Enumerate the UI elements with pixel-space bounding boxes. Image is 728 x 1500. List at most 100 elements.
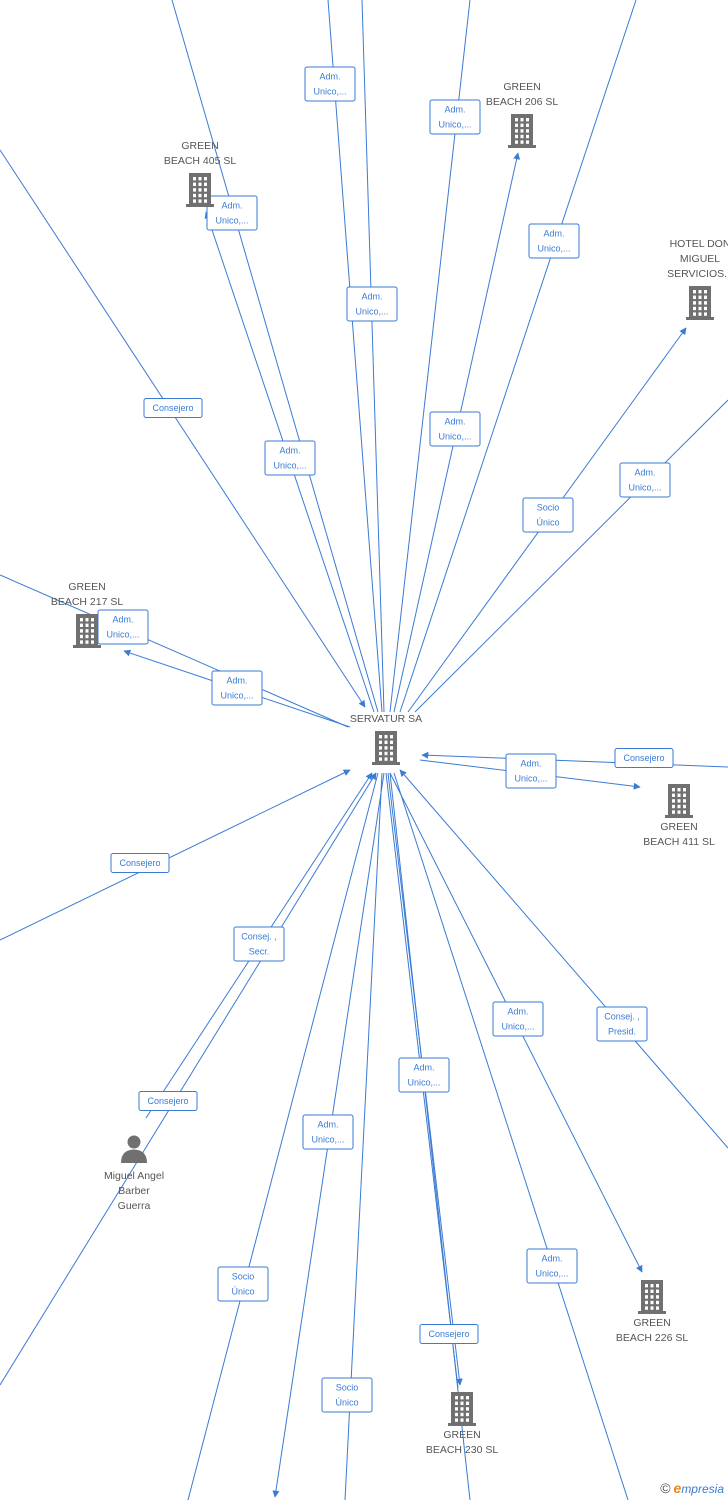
edge-label-l6[interactable]: Consejero bbox=[143, 398, 203, 418]
building-icon bbox=[448, 1392, 476, 1426]
edge-label-box bbox=[596, 1006, 648, 1042]
edge-label-box bbox=[233, 926, 285, 962]
node-label-line: GREEN bbox=[503, 81, 540, 93]
node-label-line: BEACH 405 SL bbox=[164, 155, 237, 167]
edge bbox=[0, 149, 366, 708]
edge-label-text: Unico,... bbox=[220, 691, 253, 701]
building-icon bbox=[665, 784, 693, 818]
edge-label-l1[interactable]: Adm. Unico,... bbox=[304, 66, 356, 102]
edge-label-l20[interactable]: Consejero bbox=[138, 1091, 198, 1111]
edge-label-box bbox=[429, 99, 481, 135]
edge-label-box bbox=[211, 670, 263, 706]
edge-label-text: Único bbox=[536, 518, 559, 528]
footer-brand: ©empresia bbox=[660, 1480, 724, 1496]
edge-label-box bbox=[143, 398, 203, 418]
edge-label-text: Único bbox=[335, 1398, 358, 1408]
node-label-line: GREEN bbox=[443, 1429, 480, 1441]
edge-label-text: Socio bbox=[232, 1272, 255, 1282]
edge-label-box bbox=[528, 223, 580, 259]
edge-label-text: Adm. bbox=[444, 105, 465, 115]
edge-label-box bbox=[110, 853, 170, 873]
edge-label-l3[interactable]: Adm.Unico,... bbox=[206, 195, 258, 231]
edge-label-l10[interactable]: Adm.Unico,... bbox=[619, 462, 671, 498]
edge bbox=[399, 0, 637, 713]
edge-labels: Adm. Unico,... Adm. Unico,... Adm. Unico,... A… bbox=[97, 66, 674, 1413]
edge-label-text: Unico,... bbox=[215, 216, 248, 226]
edge-label-text: Unico,... bbox=[407, 1078, 440, 1088]
edge-label-text: Adm. bbox=[520, 759, 541, 769]
edge-label-text: Adm. bbox=[319, 72, 340, 82]
edge-label-l11[interactable]: Adm.Unico,... bbox=[97, 609, 149, 645]
edge-label-l17[interactable]: Adm.Unico,... bbox=[492, 1001, 544, 1037]
node-label-line: BEACH 411 SL bbox=[643, 836, 715, 848]
building-icon bbox=[372, 731, 400, 765]
edge bbox=[0, 769, 351, 941]
edge-label-box bbox=[304, 66, 356, 102]
edge-label-text: Unico,... bbox=[514, 774, 547, 784]
edge bbox=[327, 0, 383, 713]
edge-label-l24[interactable]: Consejero bbox=[419, 1324, 479, 1344]
node-label-line: BEACH 217 SL bbox=[51, 596, 124, 608]
node-label-line: Miguel Angel bbox=[104, 1170, 164, 1182]
edge-label-box bbox=[492, 1001, 544, 1037]
edge-label-text: Consejero bbox=[428, 1329, 469, 1339]
edge-label-l18[interactable]: Consej. ,Presid. bbox=[596, 1006, 648, 1042]
edge bbox=[389, 772, 471, 1500]
edge-label-text: Unico,... bbox=[355, 307, 388, 317]
node-servatur[interactable]: SERVATUR SA bbox=[350, 713, 422, 765]
edge-label-text: Unico,... bbox=[313, 87, 346, 97]
edge-label-text: Adm. bbox=[226, 676, 247, 686]
edge bbox=[399, 769, 728, 1149]
edge-label-text: Unico,... bbox=[537, 244, 570, 254]
edge-label-text: Adm. bbox=[541, 1254, 562, 1264]
edge-label-text: Adm. bbox=[444, 417, 465, 427]
node-label-line: GREEN bbox=[633, 1317, 670, 1329]
edge-label-l15[interactable]: Consejero bbox=[110, 853, 170, 873]
edge-label-text: Adm. bbox=[634, 468, 655, 478]
node-hotel[interactable]: HOTEL DONMIGUELSERVICIOS... bbox=[667, 238, 728, 320]
edge-label-l5[interactable]: Adm.Unico,... bbox=[346, 286, 398, 322]
edge-label-l12[interactable]: Adm. Unico,... bbox=[211, 670, 263, 706]
edge bbox=[361, 0, 385, 713]
building-icon bbox=[638, 1280, 666, 1314]
edge-label-text: Secr. bbox=[249, 947, 270, 957]
edge-label-l16[interactable]: Consej. , Secr. bbox=[233, 926, 285, 962]
edge-label-text: Único bbox=[231, 1287, 254, 1297]
edge bbox=[414, 399, 728, 713]
edge-label-l4[interactable]: Adm.Unico,... bbox=[528, 223, 580, 259]
edge-label-l7[interactable]: Adm.Unico,... bbox=[264, 440, 316, 476]
edge-label-box bbox=[321, 1377, 373, 1413]
edge-label-text: Adm. bbox=[507, 1007, 528, 1017]
edge-label-l21[interactable]: Adm. Unico,... bbox=[302, 1114, 354, 1150]
building-icon bbox=[508, 114, 536, 148]
edge-label-box bbox=[346, 286, 398, 322]
edge-label-l19[interactable]: Adm.Unico,... bbox=[398, 1057, 450, 1093]
edge-label-text: Socio bbox=[336, 1383, 359, 1393]
edge-label-l2[interactable]: Adm.Unico,... bbox=[429, 99, 481, 135]
edge-label-text: Adm. bbox=[317, 1120, 338, 1130]
edge-label-l13[interactable]: Adm. Unico,... bbox=[505, 753, 557, 789]
edge-label-l22[interactable]: Adm.Unico,... bbox=[526, 1248, 578, 1284]
edge-label-box bbox=[138, 1091, 198, 1111]
person-icon bbox=[121, 1135, 147, 1163]
edge-label-l8[interactable]: Adm.Unico,... bbox=[429, 411, 481, 447]
edge-label-text: Consej. , bbox=[241, 932, 277, 942]
edge-label-text: Adm. bbox=[279, 446, 300, 456]
edge-label-l14[interactable]: Consejero bbox=[614, 748, 674, 768]
brand-logo-text: mpresia bbox=[681, 1482, 724, 1496]
node-label-line: Barber bbox=[118, 1185, 150, 1197]
edge-label-text: Consejero bbox=[623, 753, 664, 763]
edge bbox=[187, 772, 379, 1500]
edge-label-text: Unico,... bbox=[311, 1135, 344, 1145]
